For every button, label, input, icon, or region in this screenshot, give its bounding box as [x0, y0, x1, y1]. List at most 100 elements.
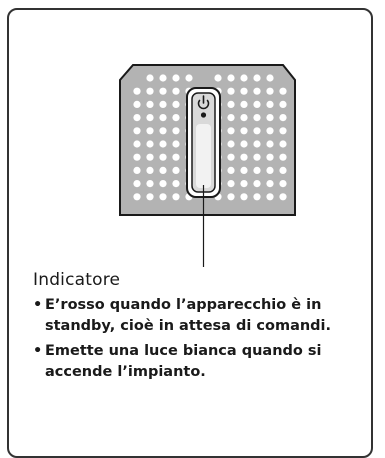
grille-dot — [159, 153, 167, 161]
grille-dot — [240, 114, 248, 122]
grille-dot — [146, 87, 154, 95]
grille-dot — [172, 114, 180, 122]
grille-dot — [159, 127, 167, 135]
grille-dot — [133, 127, 141, 135]
grille-dot — [172, 153, 180, 161]
grille-dot — [227, 100, 235, 108]
bullet-dot: • — [33, 297, 43, 313]
grille-dot — [159, 114, 167, 122]
grille-dot — [159, 87, 167, 95]
grille-dot — [133, 87, 141, 95]
grille-dot — [159, 166, 167, 174]
grille-dot — [240, 193, 248, 201]
grille-dot — [227, 140, 235, 148]
grille-dot — [279, 193, 287, 201]
grille-dot — [146, 74, 154, 82]
grille-dot — [227, 87, 235, 95]
grille-dot — [172, 127, 180, 135]
grille-dot — [133, 114, 141, 122]
grille-dot — [159, 74, 167, 82]
grille-dot — [240, 87, 248, 95]
grille-dot — [227, 193, 235, 201]
grille-dot — [279, 127, 287, 135]
grille-dot — [240, 180, 248, 188]
grille-dot — [266, 114, 274, 122]
grille-dot — [279, 180, 287, 188]
grille-dot — [146, 100, 154, 108]
indicator-caption: Indicatore • E’rosso quando l’apparecchi… — [33, 270, 353, 387]
grille-dot — [146, 127, 154, 135]
grille-dot — [266, 127, 274, 135]
grille-dot — [172, 193, 180, 201]
grille-dot — [279, 87, 287, 95]
grille-dot — [253, 153, 261, 161]
grille-dot — [240, 127, 248, 135]
grille-dot — [227, 74, 235, 82]
grille-dot — [185, 74, 193, 82]
grille-dot — [172, 100, 180, 108]
grille-dot — [146, 193, 154, 201]
grille-dot — [146, 140, 154, 148]
grille-dot — [159, 180, 167, 188]
caption-title: Indicatore — [33, 270, 121, 290]
grille-dot — [253, 193, 261, 201]
grille-dot — [146, 166, 154, 174]
grille-dot — [227, 166, 235, 174]
grille-dot — [146, 180, 154, 188]
grille-dot — [240, 74, 248, 82]
grille-dot — [172, 140, 180, 148]
grille-dot — [266, 153, 274, 161]
grille-dot — [240, 100, 248, 108]
grille-dot — [279, 114, 287, 122]
grille-dot — [240, 140, 248, 148]
bullet-dot: • — [33, 343, 43, 359]
grille-dot — [133, 153, 141, 161]
grille-dot — [133, 180, 141, 188]
grille-dot — [253, 74, 261, 82]
grille-dot — [146, 153, 154, 161]
grille-dot — [146, 114, 154, 122]
grille-dot — [266, 100, 274, 108]
bullet-item: • Emette una luce bianca quando si accen… — [33, 341, 353, 383]
indicator-led — [200, 112, 207, 118]
grille-dot — [240, 166, 248, 174]
grille-dot — [253, 114, 261, 122]
grille-dot — [227, 180, 235, 188]
power-icon — [197, 95, 210, 110]
grille-dot — [279, 100, 287, 108]
grille-dot — [266, 140, 274, 148]
grille-dot — [227, 114, 235, 122]
grille-dot — [240, 153, 248, 161]
grille-dot — [266, 166, 274, 174]
grille-dot — [227, 153, 235, 161]
grille-dot — [266, 180, 274, 188]
bullet-item: • E’rosso quando l’apparecchio è in stan… — [33, 295, 353, 337]
grille-dot — [159, 193, 167, 201]
grille-dot — [172, 166, 180, 174]
grille-dot — [253, 100, 261, 108]
grille-dot — [133, 140, 141, 148]
grille-dot — [279, 153, 287, 161]
caption-bullets: • E’rosso quando l’apparecchio è in stan… — [33, 295, 353, 383]
grille-dot — [266, 193, 274, 201]
device-illustration — [119, 64, 296, 267]
grille-dot — [133, 100, 141, 108]
grille-dot — [266, 87, 274, 95]
grille-dot — [172, 74, 180, 82]
grille-dot — [253, 87, 261, 95]
grille-dot — [172, 87, 180, 95]
grille-dot — [279, 166, 287, 174]
grille-dot — [266, 74, 274, 82]
grille-dot — [253, 140, 261, 148]
grille-dot — [172, 180, 180, 188]
grille-dot — [227, 127, 235, 135]
grille-dot — [159, 100, 167, 108]
grille-dot — [214, 74, 222, 82]
grille-dot — [133, 166, 141, 174]
grille-dot — [159, 140, 167, 148]
indicator-light-strip — [196, 124, 211, 188]
grille-dot — [279, 140, 287, 148]
bullet-text: Emette una luce bianca quando si accende… — [45, 343, 322, 380]
grille-dot — [253, 180, 261, 188]
grille-dot — [253, 127, 261, 135]
